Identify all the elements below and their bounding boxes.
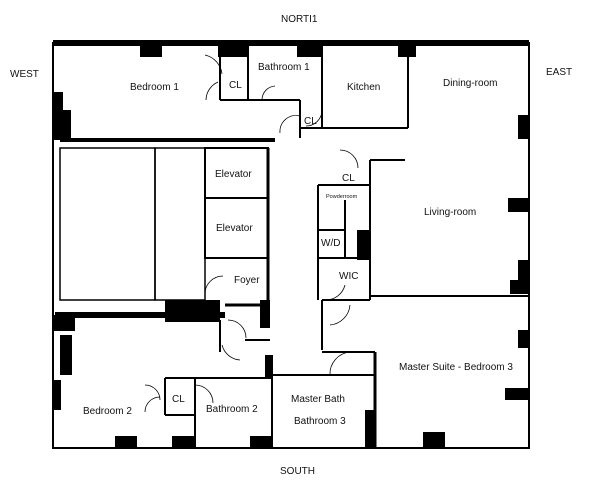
room-label-master-suite: Master Suite - Bedroom 3	[399, 362, 513, 373]
north-label: NORTI1	[281, 14, 318, 25]
outer-walls	[52, 40, 530, 449]
room-label-walk-in-closet: WIC	[339, 271, 358, 282]
door-swings	[144, 54, 359, 413]
room-label-foyer: Foyer	[234, 275, 260, 286]
room-label-kitchen: Kitchen	[347, 82, 380, 93]
room-label-elevator-1: Elevator	[215, 169, 252, 180]
east-label: EAST	[546, 67, 572, 78]
west-label: WEST	[10, 69, 39, 80]
room-label-bedroom-1: Bedroom 1	[130, 82, 179, 93]
room-label-closet-bedroom-1: CL	[229, 80, 242, 91]
room-label-closet-hall: CL	[304, 116, 317, 127]
room-label-bathroom-3: Bathroom 3	[294, 416, 346, 427]
room-label-closet-powder: CL	[342, 173, 355, 184]
room-label-bathroom-1: Bathroom 1	[258, 62, 310, 73]
interior-walls	[55, 45, 529, 448]
room-label-bathroom-2: Bathroom 2	[206, 404, 258, 415]
room-label-dining-room: Dining-room	[443, 78, 497, 89]
room-label-elevator-2: Elevator	[216, 223, 253, 234]
room-label-bedroom-2: Bedroom 2	[83, 406, 132, 417]
room-label-washer-dryer: W/D	[321, 238, 340, 249]
wall-columns	[53, 43, 529, 448]
room-label-powder-room: Powderroom	[326, 194, 358, 200]
room-label-closet-bedroom-2: CL	[172, 394, 185, 405]
room-label-living-room: Living-room	[424, 207, 476, 218]
south-label: SOUTH	[280, 466, 315, 477]
room-label-master-bath: Master Bath	[291, 394, 345, 405]
